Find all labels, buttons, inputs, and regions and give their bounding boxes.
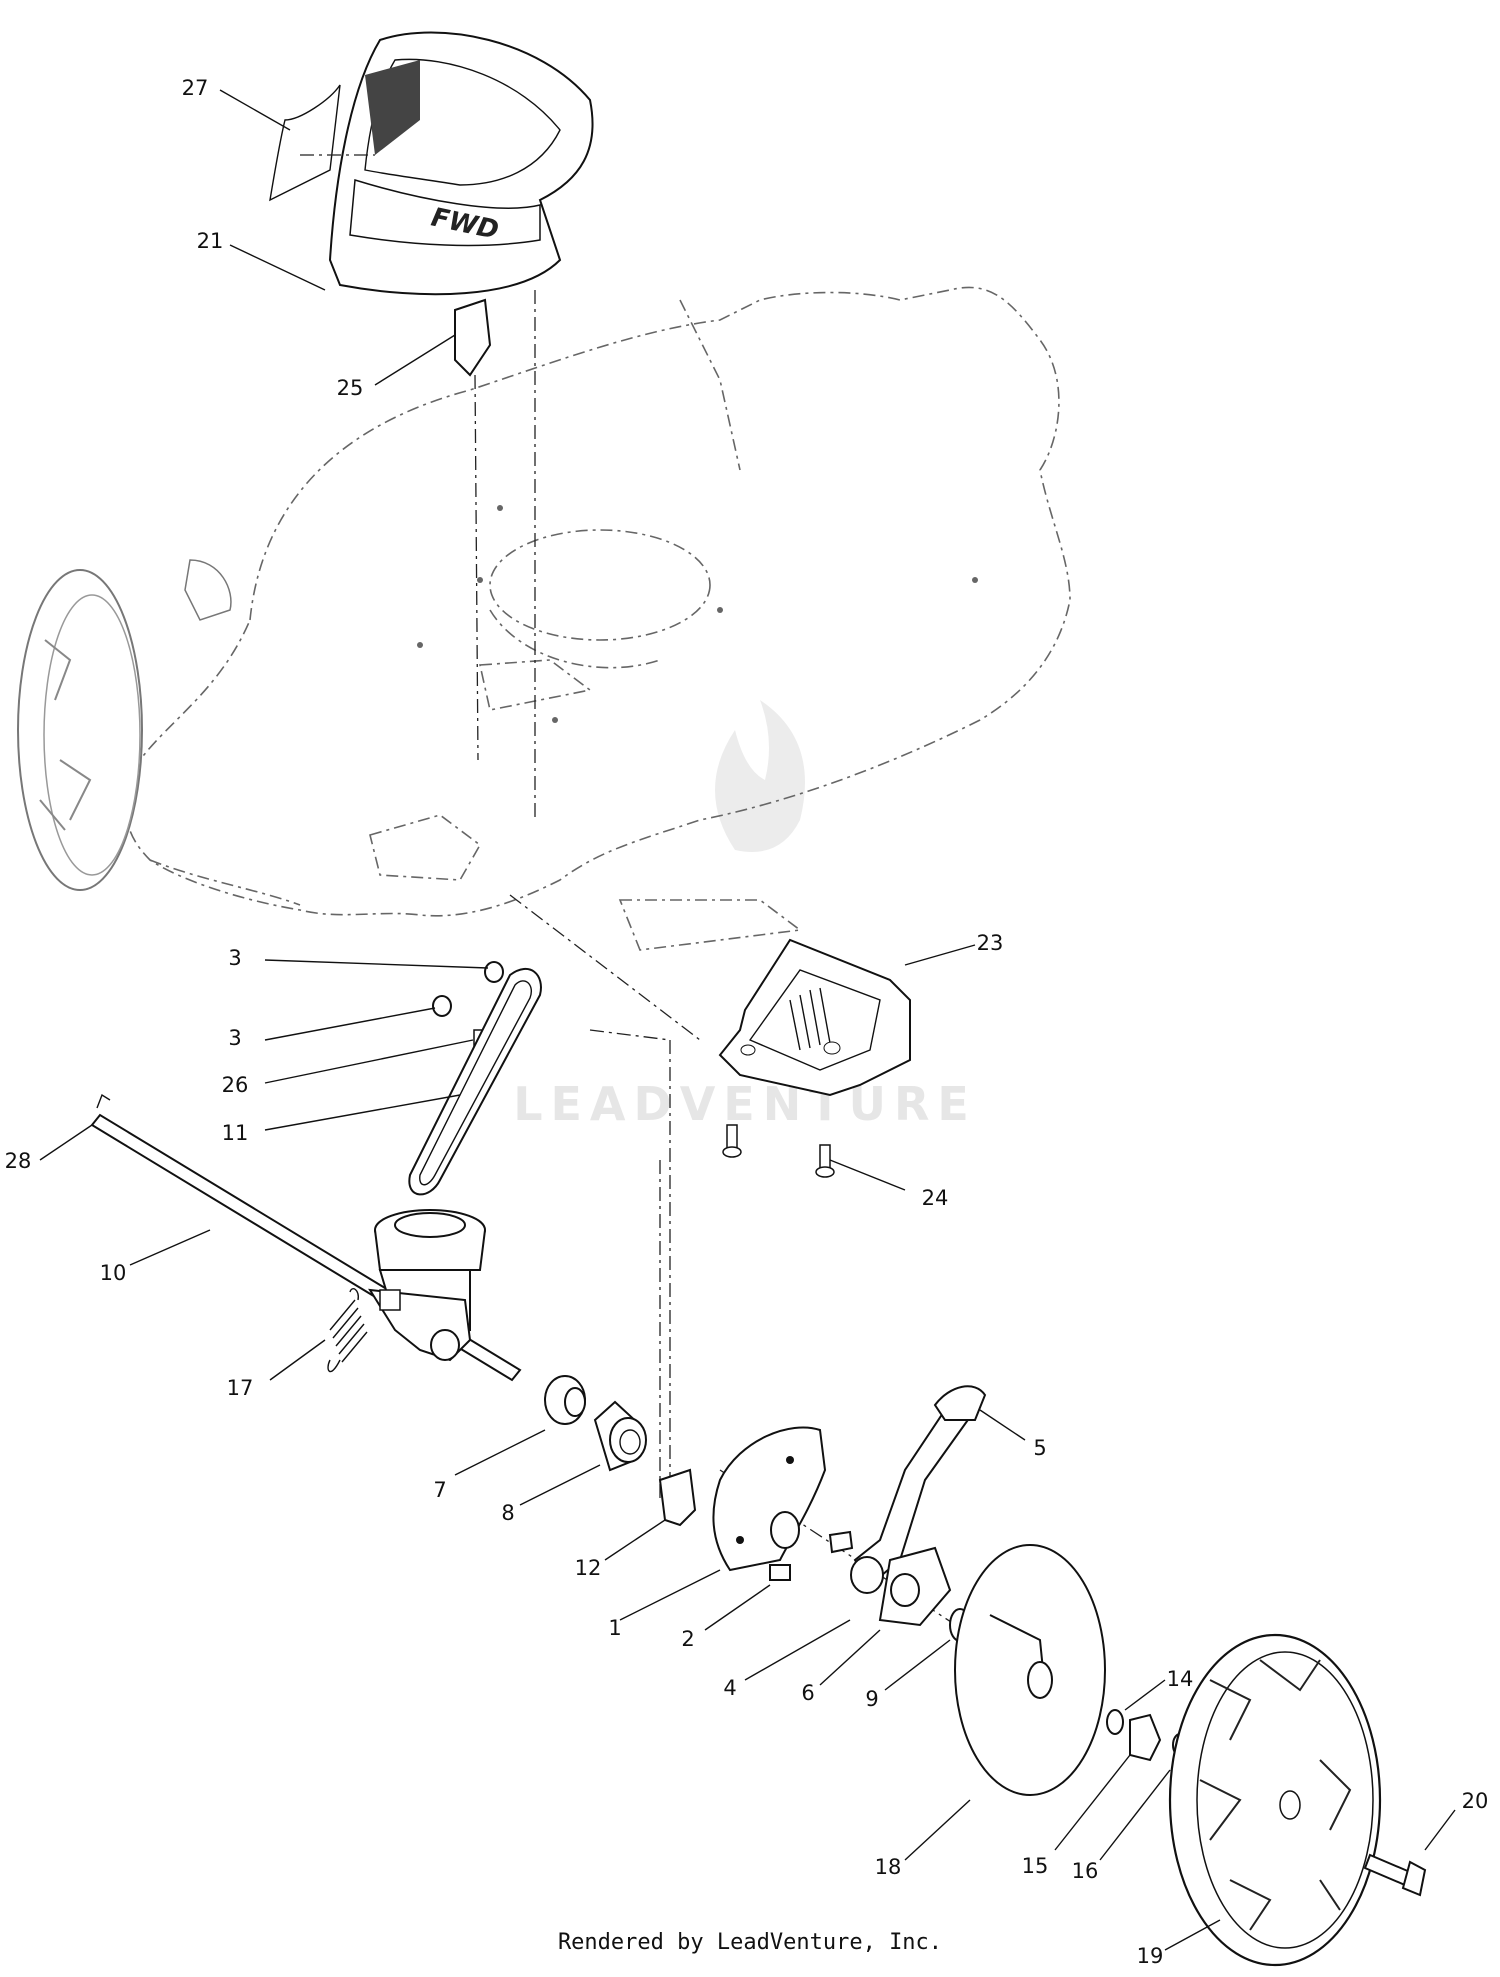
callout-10: 10 <box>100 1261 127 1285</box>
callout-24: 24 <box>922 1186 949 1210</box>
callout-26: 26 <box>222 1073 249 1097</box>
bushings-7-8 <box>544 1375 647 1472</box>
callout-7: 7 <box>433 1478 446 1502</box>
callout-2: 2 <box>681 1627 694 1651</box>
front-wheel <box>1168 1633 1382 1967</box>
bracket-25 <box>454 298 492 377</box>
watermark: LEADVENTURE <box>513 700 977 1131</box>
mower-deck-outline <box>125 286 1071 951</box>
callout-28: 28 <box>5 1149 32 1173</box>
callout-3-upper: 3 <box>228 946 241 970</box>
spring-17 <box>327 1288 368 1373</box>
callout-1: 1 <box>608 1616 621 1640</box>
callout-18: 18 <box>875 1855 902 1879</box>
callout-8: 8 <box>501 1501 514 1525</box>
callout-19: 19 <box>1137 1944 1164 1968</box>
height-lever <box>850 1385 987 1627</box>
transmission <box>368 1209 486 1362</box>
callout-20: 20 <box>1462 1789 1489 1813</box>
bracket-12 <box>658 1468 697 1527</box>
render-credit: Rendered by LeadVenture, Inc. <box>557 1930 943 1955</box>
callout-12: 12 <box>575 1556 602 1580</box>
decal-panel <box>269 84 341 202</box>
height-plate <box>712 1426 827 1572</box>
callout-6: 6 <box>801 1681 814 1705</box>
guard-23 <box>718 938 911 1097</box>
hub-disc <box>954 1544 1106 1796</box>
bolts-24 <box>722 1124 835 1178</box>
callout-23: 23 <box>977 931 1004 955</box>
callout-25: 25 <box>337 376 364 400</box>
watermark-text: LEADVENTURE <box>513 1077 977 1131</box>
callout-9: 9 <box>865 1687 878 1711</box>
bolt-20 <box>1363 1853 1427 1897</box>
callout-16: 16 <box>1072 1859 1099 1883</box>
bolts-2 <box>769 1530 854 1581</box>
fwd-cover: FWD <box>328 31 594 296</box>
leader-lines <box>39 89 1456 1951</box>
callout-17: 17 <box>227 1376 254 1400</box>
callout-27: 27 <box>182 76 209 100</box>
callout-11: 11 <box>222 1121 249 1145</box>
callout-5: 5 <box>1033 1436 1046 1460</box>
callout-14: 14 <box>1167 1667 1194 1691</box>
callout-4: 4 <box>723 1676 736 1700</box>
callout-21: 21 <box>197 229 224 253</box>
callout-labels: 27 21 25 23 3 3 26 11 28 24 10 17 5 7 8 … <box>5 76 1489 1968</box>
callout-3-lower: 3 <box>228 1026 241 1050</box>
rear-wheel-outline <box>17 559 232 891</box>
drive-belt <box>408 968 542 1196</box>
callout-15: 15 <box>1022 1854 1049 1878</box>
